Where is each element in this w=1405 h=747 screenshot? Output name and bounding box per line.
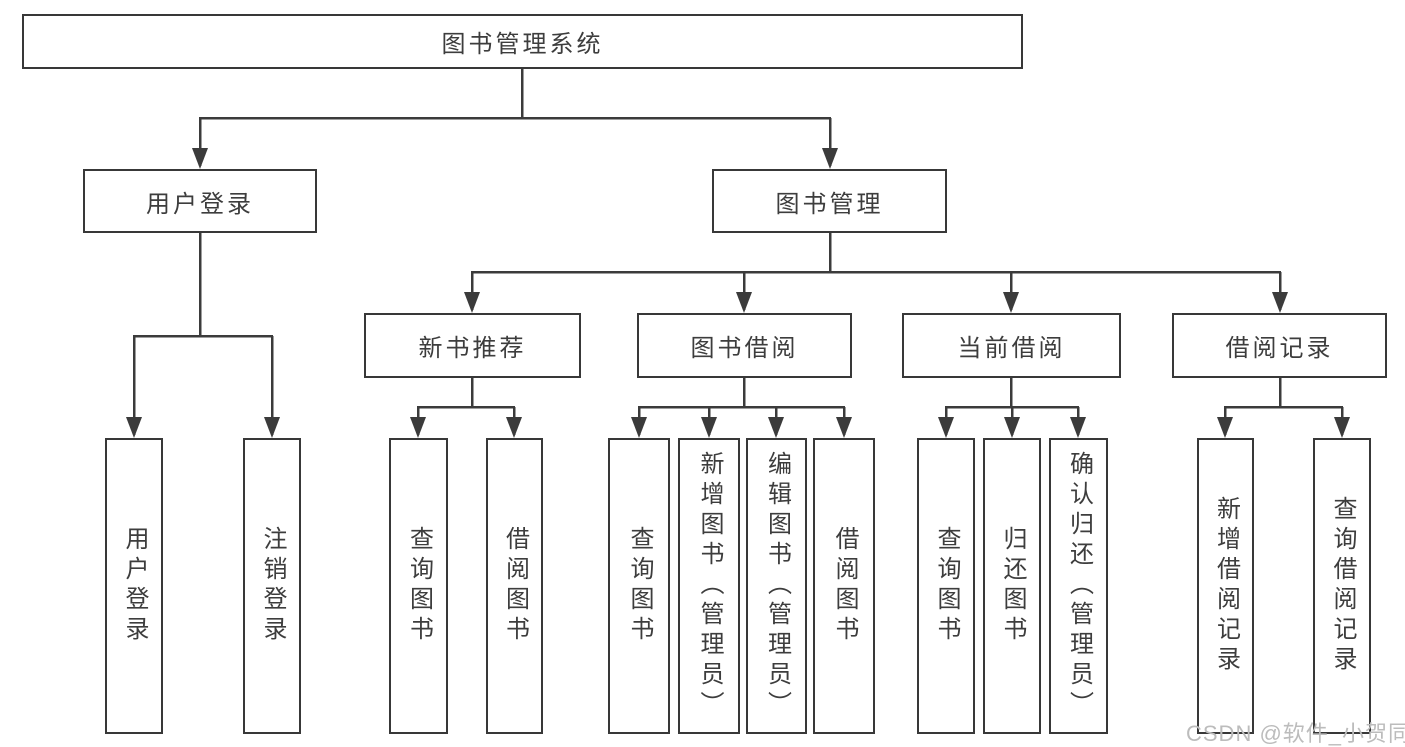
leaf-label: 用户登录 — [121, 526, 148, 646]
leaf-return-books: 归还图书 — [983, 438, 1041, 734]
node-borrow-records: 借阅记录 — [1172, 313, 1387, 378]
leaf-query-borrow-record: 查询借阅记录 — [1313, 438, 1371, 734]
connector-segments — [132, 69, 1344, 435]
leaf-label: 确认归还（管理员） — [1065, 451, 1093, 721]
leaf-logout: 注销登录 — [243, 438, 301, 734]
node-new-book-recommend: 新书推荐 — [364, 313, 581, 378]
node-book-borrow: 图书借阅 — [637, 313, 852, 378]
leaf-label: 注销登录 — [259, 526, 286, 646]
arrowheads — [126, 148, 1350, 438]
node-root: 图书管理系统 — [22, 14, 1023, 69]
leaf-label: 归还图书 — [999, 526, 1026, 646]
node-book-management: 图书管理 — [712, 169, 947, 233]
leaf-user-login: 用户登录 — [105, 438, 163, 734]
leaf-label: 借阅图书 — [831, 526, 858, 646]
leaf-label: 查询图书 — [933, 526, 960, 646]
leaf-query-books-current: 查询图书 — [917, 438, 975, 734]
leaf-confirm-return-admin: 确认归还（管理员） — [1049, 438, 1108, 734]
leaf-label: 编辑图书（管理员） — [763, 451, 791, 721]
leaf-borrow-books-recommend: 借阅图书 — [486, 438, 543, 734]
leaf-label: 查询图书 — [626, 526, 653, 646]
leaf-edit-book-admin: 编辑图书（管理员） — [746, 438, 807, 734]
leaf-label: 借阅图书 — [501, 526, 529, 646]
leaf-label: 新增图书（管理员） — [696, 451, 723, 721]
leaf-add-borrow-record: 新增借阅记录 — [1197, 438, 1254, 734]
node-current-borrow: 当前借阅 — [902, 313, 1121, 378]
csdn-watermark: CSDN @软件_小贺同学 — [1186, 721, 1405, 746]
leaf-query-books-recommend: 查询图书 — [389, 438, 448, 734]
leaf-query-books-borrow: 查询图书 — [608, 438, 670, 734]
leaf-label: 查询图书 — [405, 526, 433, 646]
leaf-borrow-books: 借阅图书 — [813, 438, 875, 734]
leaf-label: 查询借阅记录 — [1329, 496, 1356, 676]
node-user-login: 用户登录 — [83, 169, 317, 233]
leaf-add-book-admin: 新增图书（管理员） — [678, 438, 740, 734]
leaf-label: 新增借阅记录 — [1212, 496, 1240, 676]
